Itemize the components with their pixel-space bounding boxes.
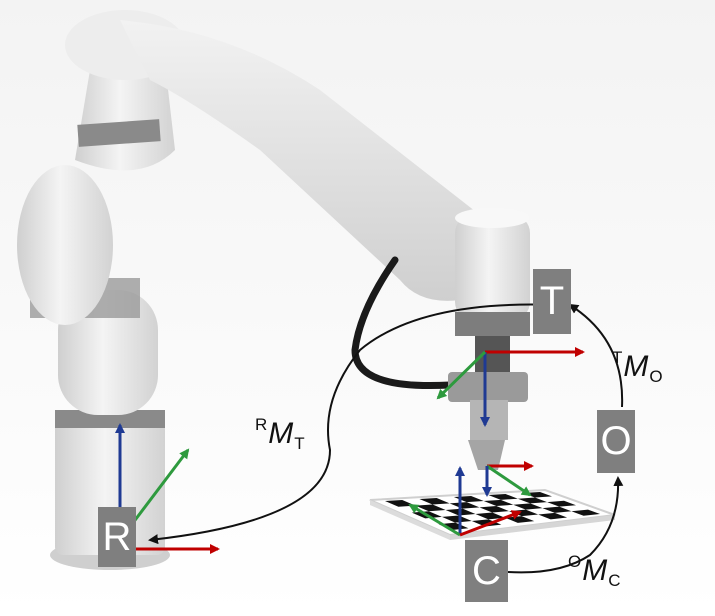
frame-box-tool: T [533, 269, 571, 334]
robot-lower-link [58, 290, 158, 415]
tool-y-axis [436, 350, 487, 400]
robot-joint-ring-3 [77, 119, 161, 147]
checker-square [513, 503, 543, 510]
robot-arm [17, 10, 530, 570]
camera-axes [408, 466, 522, 537]
robot-flange-ring [455, 312, 530, 336]
transform-curve-robot-tool [148, 303, 556, 545]
checker-square [419, 498, 450, 505]
object-axes [482, 461, 534, 497]
transform-label-robot-tool: RMT [255, 415, 305, 453]
checker-square [479, 506, 509, 513]
frame-label-object: O [600, 419, 632, 463]
checker-square [547, 500, 576, 507]
checker-square [538, 512, 568, 520]
checker-square [415, 504, 446, 512]
robot-base-column [55, 420, 165, 555]
robot-shoulder [17, 165, 113, 325]
robot-wrist [455, 215, 530, 320]
checker-square [542, 506, 572, 513]
frame-box-robot: R [98, 507, 136, 567]
robot-base-ring [55, 410, 165, 428]
checker-square [441, 515, 472, 523]
frame-box-object: O [597, 410, 635, 473]
gripper-mount [448, 372, 528, 402]
checker-square [483, 499, 514, 507]
transform-label-object-camera: OMC [568, 552, 621, 590]
transform-curve-object-camera [507, 476, 624, 574]
tool-axes [436, 347, 585, 427]
checker-square [571, 509, 600, 516]
frame-box-camera: C [465, 540, 508, 602]
checker-square [471, 519, 502, 527]
checker-square [385, 500, 416, 507]
checker-square [517, 497, 548, 504]
frame-label-tool: T [539, 279, 565, 323]
robot-cable [351, 256, 454, 390]
gripper-finger [470, 400, 508, 440]
robot-forearm [120, 20, 485, 301]
transform-curve-tool-object [568, 303, 624, 408]
frame-label-camera: C [472, 548, 501, 593]
checker-square [475, 512, 505, 520]
checker-square [488, 494, 518, 500]
checker-square [449, 502, 480, 509]
frame-label-robot: R [102, 514, 132, 559]
transform-label-tool-object: TMO [612, 348, 663, 386]
